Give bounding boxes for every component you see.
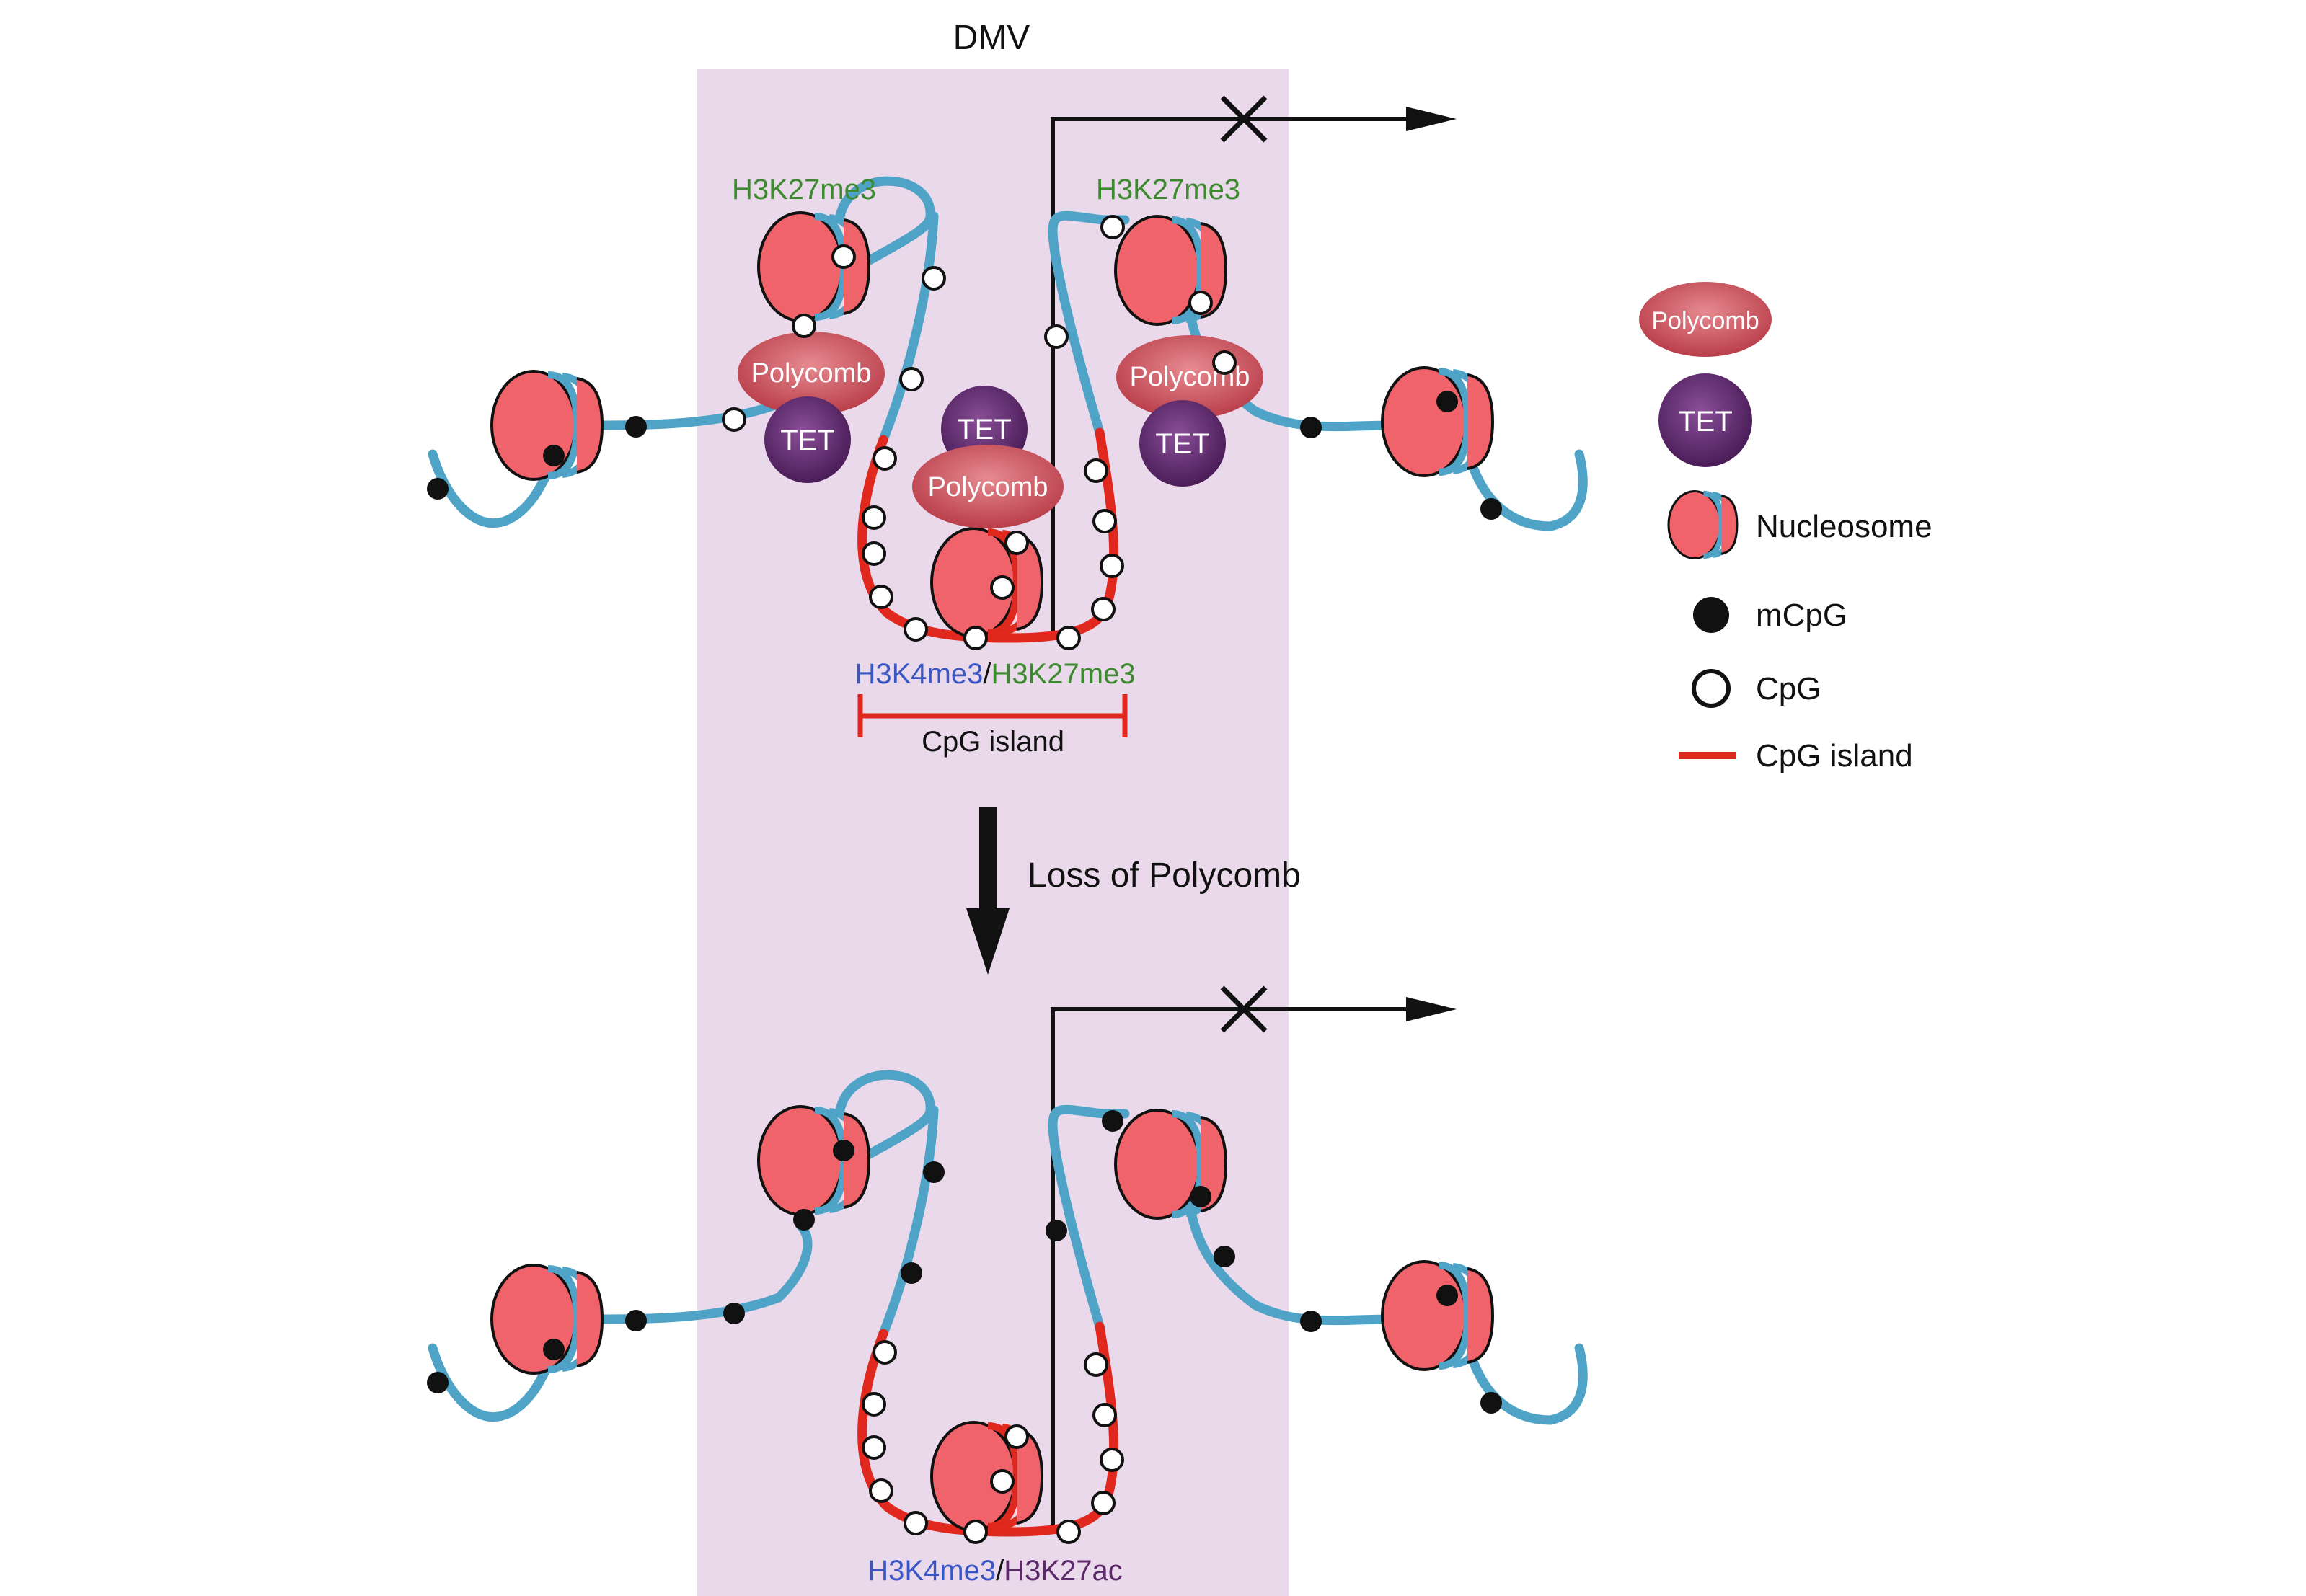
tet-complex-left: TET (764, 396, 851, 483)
blocked-cross-icon (1220, 985, 1268, 1033)
h3k27me3-label-left: H3K27me3 (732, 174, 876, 205)
nucleosome-bottom-left-inner (757, 1105, 871, 1216)
svg-text:TET: TET (957, 414, 1012, 445)
tss-arrow-bottom (1051, 985, 1457, 1525)
polycomb-complex-center: Polycomb (912, 445, 1064, 528)
legend-cpg-island: CpG island (1679, 738, 1913, 773)
nucleosome-bottom-right-outer (1381, 1260, 1495, 1371)
svg-text:TET: TET (1678, 406, 1733, 438)
nucleosome-bottom-center (930, 1421, 1044, 1532)
cpg-island-bracket (857, 694, 1128, 737)
tet-icon (1658, 373, 1752, 467)
svg-text:Polycomb: Polycomb (1651, 307, 1759, 334)
svg-text:TET: TET (780, 425, 835, 456)
loss-of-polycomb-arrow (966, 807, 1010, 975)
tet-complex-right: TET (1139, 400, 1226, 487)
h3k27me3-label-right: H3K27me3 (1096, 174, 1240, 205)
legend-nucleosome: Nucleosome (1667, 489, 1932, 560)
blocked-cross-icon (1220, 95, 1268, 143)
svg-text:CpG: CpG (1756, 671, 1821, 706)
svg-text:Polycomb: Polycomb (928, 472, 1048, 502)
polycomb-complex-left: Polycomb (738, 332, 885, 415)
nucleosome-bottom-left-outer (490, 1264, 604, 1375)
bottom-panel: H3K4me3/H3K27ac (427, 985, 1588, 1587)
nucleosome-icon (1667, 489, 1739, 560)
dmv-title: DMV (953, 19, 1030, 57)
nucleosome-top-left-inner (757, 211, 871, 322)
top-panel: Polycomb TET TET Polycomb Polycomb TET (427, 95, 1588, 758)
cpg-island-bracket-label: CpG island (922, 726, 1064, 758)
mcpg-dots-bottom (427, 1110, 1502, 1414)
cpg-icon (1692, 669, 1731, 708)
loss-of-polycomb-label: Loss of Polycomb (1028, 856, 1301, 895)
mcpg-icon (1693, 597, 1729, 633)
nucleosome-top-center (930, 527, 1044, 638)
svg-text:TET: TET (1155, 428, 1210, 460)
legend-tet: TET (1658, 373, 1752, 467)
cpg-dots-top (722, 215, 1237, 650)
legend: Polycomb TET Nucleosome mCpG CpG CpG isl… (1639, 282, 1932, 773)
legend-cpg: CpG (1692, 669, 1821, 708)
legend-polycomb: Polycomb (1639, 282, 1772, 357)
legend-mcpg: mCpG (1693, 597, 1847, 633)
polycomb-icon (1639, 282, 1772, 357)
histone-marks-center-bottom: H3K4me3/H3K27ac (867, 1555, 1123, 1587)
mcpg-dots-top (427, 391, 1502, 520)
svg-text:mCpG: mCpG (1756, 598, 1847, 633)
svg-text:Nucleosome: Nucleosome (1756, 509, 1932, 544)
histone-marks-center-top: H3K4me3/H3K27me3 (854, 658, 1135, 690)
svg-text:CpG island: CpG island (1756, 738, 1913, 773)
cpg-dots-bottom (862, 1340, 1124, 1544)
nucleosome-bottom-right-inner (1114, 1109, 1228, 1220)
tss-arrow-top (1051, 95, 1457, 636)
nucleosome-top-right-outer (1381, 366, 1495, 477)
svg-text:Polycomb: Polycomb (751, 358, 872, 389)
